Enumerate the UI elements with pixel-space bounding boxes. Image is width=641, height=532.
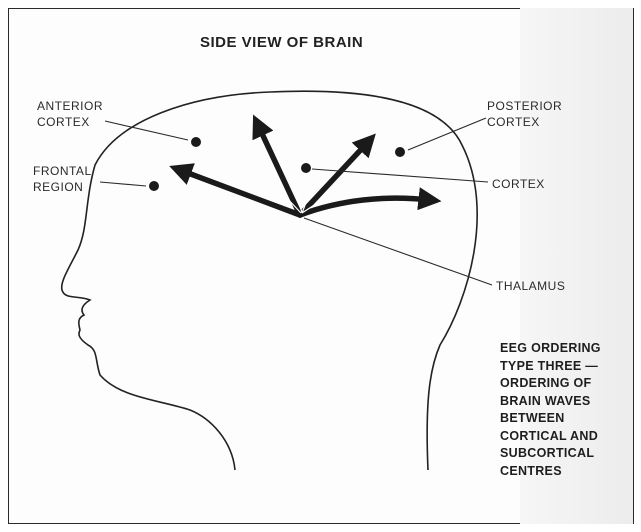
label-frontal-region: FRONTAL REGION <box>33 163 92 195</box>
label-frontal-region-line2: REGION <box>33 179 92 195</box>
caption-line: TYPE THREE — <box>500 358 601 376</box>
frontal-leader <box>100 182 146 186</box>
caption-line: BRAIN WAVES <box>500 393 601 411</box>
posterior-leader <box>408 118 486 150</box>
label-anterior-cortex: ANTERIOR CORTEX <box>37 98 103 130</box>
anterior-cortex-dot <box>191 137 201 147</box>
thalamus-leader <box>304 218 492 285</box>
caption-line: BETWEEN <box>500 410 601 428</box>
frontal-region-dot <box>149 181 159 191</box>
diagram-title: SIDE VIEW OF BRAIN <box>200 34 363 51</box>
caption-eeg-ordering: EEG ORDERING TYPE THREE — ORDERING OF BR… <box>500 340 601 480</box>
label-posterior-cortex-line1: POSTERIOR <box>487 98 562 114</box>
label-posterior-cortex: POSTERIOR CORTEX <box>487 98 562 130</box>
posterior-cortex-dot <box>395 147 405 157</box>
label-thalamus: THALAMUS <box>496 278 565 294</box>
label-anterior-cortex-line2: CORTEX <box>37 114 103 130</box>
caption-line: CENTRES <box>500 463 601 481</box>
arrow-to-cortex-right <box>300 198 430 215</box>
label-cortex: CORTEX <box>492 176 545 192</box>
label-anterior-cortex-line1: ANTERIOR <box>37 98 103 114</box>
caption-line: ORDERING OF <box>500 375 601 393</box>
caption-line: SUBCORTICAL <box>500 445 601 463</box>
caption-line: EEG ORDERING <box>500 340 601 358</box>
cortex-dot <box>301 163 311 173</box>
label-frontal-region-line1: FRONTAL <box>33 163 92 179</box>
label-posterior-cortex-line2: CORTEX <box>487 114 562 130</box>
caption-line: CORTICAL AND <box>500 428 601 446</box>
